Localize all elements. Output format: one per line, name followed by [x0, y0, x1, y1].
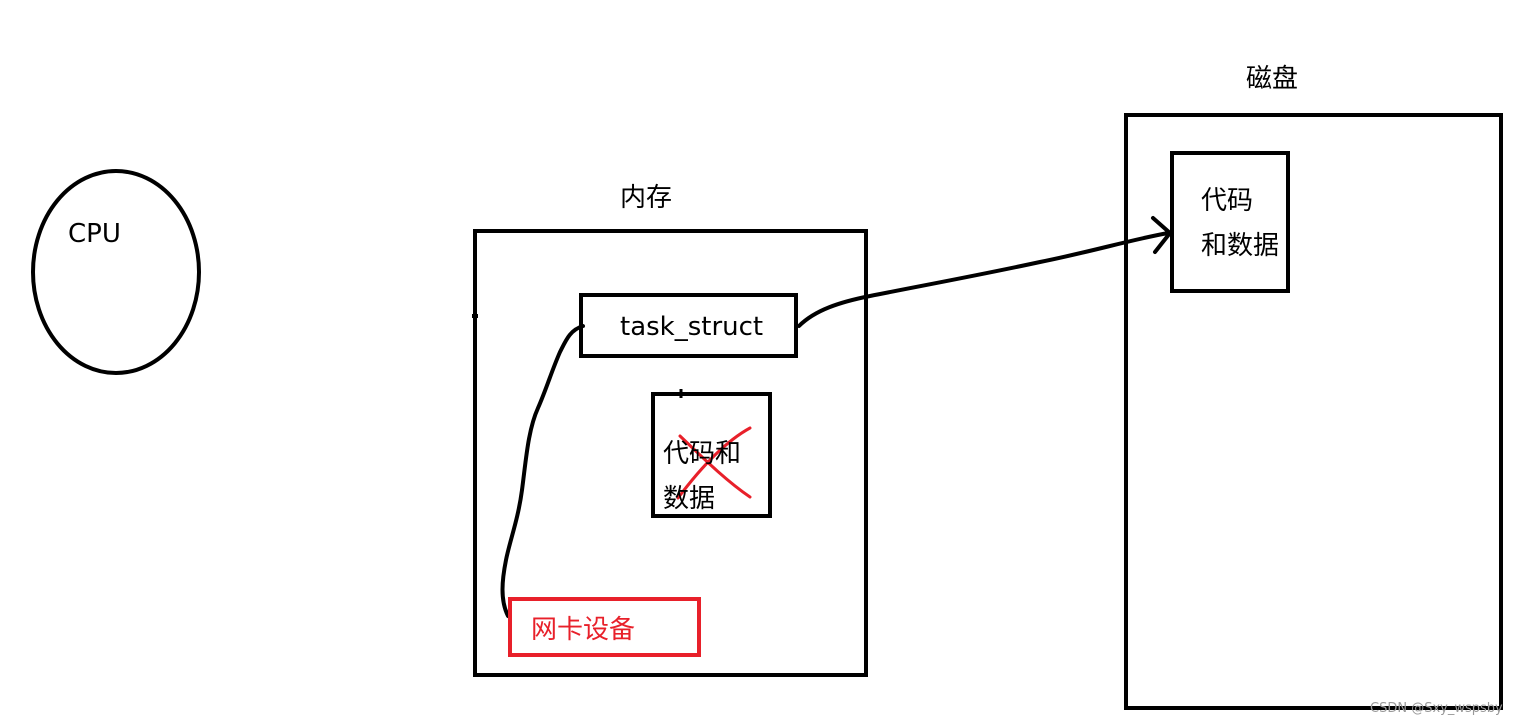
- task-struct-box: [579, 293, 798, 358]
- memory-code-data-line1: 代码和: [663, 439, 742, 469]
- memory-code-data-box: [651, 392, 772, 518]
- cpu-circle: [31, 169, 201, 375]
- disk-code-data-line2: 和数据: [1201, 231, 1280, 261]
- watermark: CSDN @Sxy_wspsby: [1370, 701, 1503, 716]
- memory-box: [473, 229, 868, 677]
- nic-label: 网卡设备: [531, 615, 636, 645]
- task-struct-label: task_struct: [620, 312, 764, 342]
- memory-label: 内存: [620, 183, 673, 213]
- disk-code-data-box: [1170, 151, 1290, 293]
- disk-code-data-line1: 代码: [1201, 186, 1254, 216]
- disk-box: [1124, 113, 1503, 710]
- cpu-label: CPU: [68, 219, 121, 249]
- memory-code-data-line2: 数据: [663, 484, 716, 514]
- disk-label: 磁盘: [1246, 64, 1299, 94]
- nic-box: [508, 597, 701, 657]
